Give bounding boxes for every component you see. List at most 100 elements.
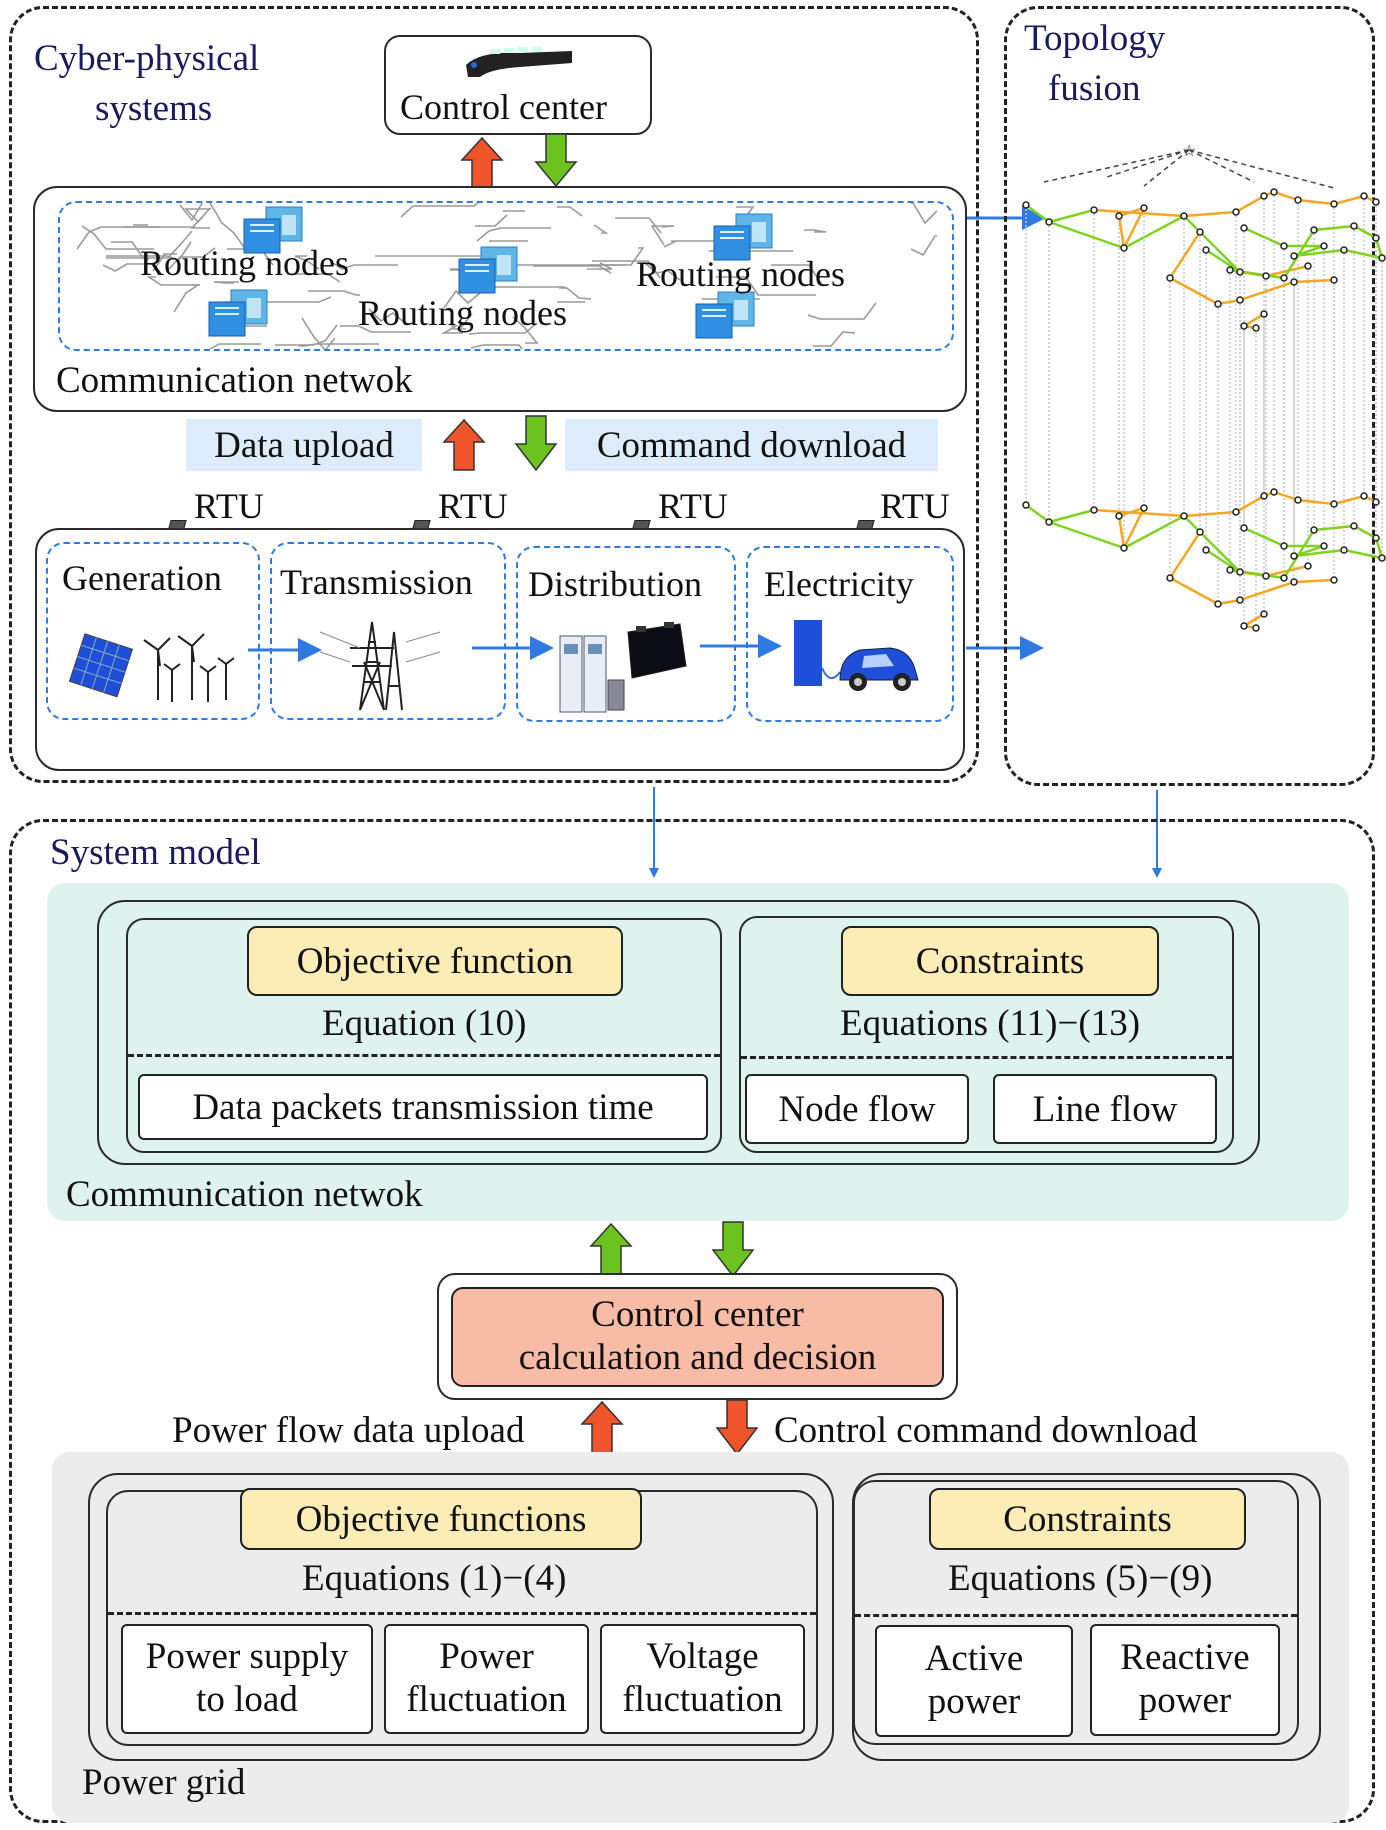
topology-node[interactable] [1372, 498, 1380, 506]
grid-constraints-title-box[interactable]: Constraints [929, 1488, 1246, 1550]
topology-node[interactable] [1140, 204, 1148, 212]
topology-node[interactable] [1180, 512, 1188, 520]
topology-node[interactable] [1330, 576, 1338, 584]
topology-node[interactable] [1290, 552, 1298, 560]
topology-node[interactable] [1090, 206, 1098, 214]
topology-node[interactable] [1120, 544, 1128, 552]
comm-objective-item[interactable]: Data packets transmission time [138, 1074, 708, 1140]
topology-node[interactable] [1236, 596, 1244, 604]
topology-node[interactable] [1330, 500, 1338, 508]
control-decision-box[interactable]: Control center calculation and decision [451, 1287, 944, 1387]
topology-node[interactable] [1270, 488, 1278, 496]
topology-node[interactable] [1340, 546, 1348, 554]
topology-node[interactable] [1202, 546, 1210, 554]
topology-node[interactable] [1372, 534, 1380, 542]
topology-node[interactable] [1226, 266, 1234, 274]
network-line [512, 316, 539, 344]
topology-node[interactable] [1045, 218, 1053, 226]
topology-node[interactable] [1280, 542, 1288, 550]
stage-transmission[interactable] [270, 542, 506, 720]
grid-objective-item-voltage-fluct[interactable]: Voltage fluctuation [600, 1624, 805, 1734]
comm-constraint-item-node-flow[interactable]: Node flow [745, 1074, 969, 1144]
stage-distribution[interactable] [516, 546, 736, 722]
grid-objective-item-supply[interactable]: Power supply to load [121, 1624, 373, 1734]
topology-node[interactable] [1196, 528, 1204, 536]
topology-node[interactable] [1262, 572, 1270, 580]
topology-node[interactable] [1196, 228, 1204, 236]
topology-node[interactable] [1280, 274, 1288, 282]
topology-node[interactable] [1090, 506, 1098, 514]
topology-node[interactable] [1294, 496, 1302, 504]
topology-node[interactable] [1372, 198, 1380, 206]
stage-generation[interactable] [46, 542, 260, 720]
topology-node[interactable] [1372, 234, 1380, 242]
topology-node[interactable] [1240, 322, 1248, 330]
topology-node[interactable] [1140, 504, 1148, 512]
topology-node[interactable] [1022, 201, 1030, 209]
topology-node[interactable] [1290, 278, 1298, 286]
topology-node[interactable] [1180, 212, 1188, 220]
topology-node[interactable] [1260, 610, 1268, 618]
topology-node[interactable] [1120, 244, 1128, 252]
topology-node[interactable] [1226, 566, 1234, 574]
power-flow-upload-label: Power flow data upload [172, 1410, 525, 1451]
topology-node[interactable] [1115, 212, 1123, 220]
topology-node[interactable] [1378, 254, 1386, 262]
topology-node[interactable] [1260, 192, 1268, 200]
comm-constraint-item-line-flow[interactable]: Line flow [993, 1074, 1217, 1144]
topology-node[interactable] [1304, 262, 1312, 270]
topology-node[interactable] [1252, 324, 1260, 332]
topology-node[interactable] [1240, 224, 1248, 232]
rtu-label-3: RTU [658, 486, 728, 526]
control-center-box[interactable]: Control center [384, 35, 652, 135]
topology-node[interactable] [1360, 192, 1368, 200]
comm-objective-title-box[interactable]: Objective function [247, 926, 623, 996]
topology-node[interactable] [1320, 542, 1328, 550]
topology-node[interactable] [1232, 208, 1240, 216]
topology-node[interactable] [1290, 578, 1298, 586]
topology-node[interactable] [1330, 276, 1338, 284]
network-line [650, 225, 675, 246]
grid-objective-title-box[interactable]: Objective functions [240, 1488, 642, 1550]
topology-node[interactable] [1330, 200, 1338, 208]
topology-node[interactable] [1310, 526, 1318, 534]
topology-node[interactable] [1166, 574, 1174, 582]
grid-objective-item-power-fluct[interactable]: Power fluctuation [384, 1624, 589, 1734]
topology-node[interactable] [1022, 501, 1030, 509]
topology-node[interactable] [1280, 574, 1288, 582]
topology-node[interactable] [1236, 268, 1244, 276]
topology-node[interactable] [1294, 196, 1302, 204]
topology-node[interactable] [1115, 512, 1123, 520]
topology-node[interactable] [1262, 272, 1270, 280]
topology-node[interactable] [1378, 554, 1386, 562]
topology-node[interactable] [1260, 492, 1268, 500]
topology-node[interactable] [1045, 518, 1053, 526]
topology-node[interactable] [1252, 624, 1260, 632]
topology-node[interactable] [1236, 296, 1244, 304]
topology-node[interactable] [1240, 524, 1248, 532]
topology-node[interactable] [1304, 562, 1312, 570]
topology-node[interactable] [1214, 300, 1222, 308]
comm-constraints-title-box[interactable]: Constraints [841, 926, 1159, 996]
topology-node[interactable] [1236, 568, 1244, 576]
topology-node[interactable] [1166, 274, 1174, 282]
topology-node[interactable] [1232, 508, 1240, 516]
stage-electricity[interactable] [746, 546, 954, 722]
grid-constraint-item-reactive[interactable]: Reactive power [1090, 1624, 1280, 1736]
topology-node[interactable] [1270, 188, 1278, 196]
topology-node[interactable] [1350, 522, 1358, 530]
topology-node[interactable] [1202, 246, 1210, 254]
topology-node[interactable] [1360, 492, 1368, 500]
topology-node[interactable] [1240, 622, 1248, 630]
network-line [615, 217, 662, 234]
topology-node[interactable] [1214, 600, 1222, 608]
grid-constraint-item-active[interactable]: Active power [875, 1625, 1073, 1737]
topology-node[interactable] [1340, 246, 1348, 254]
topology-node[interactable] [1310, 226, 1318, 234]
topology-node[interactable] [1320, 242, 1328, 250]
topology-node[interactable] [1350, 222, 1358, 230]
power-edge [1243, 312, 1265, 328]
topology-node[interactable] [1280, 242, 1288, 250]
topology-node[interactable] [1290, 252, 1298, 260]
topology-node[interactable] [1260, 310, 1268, 318]
